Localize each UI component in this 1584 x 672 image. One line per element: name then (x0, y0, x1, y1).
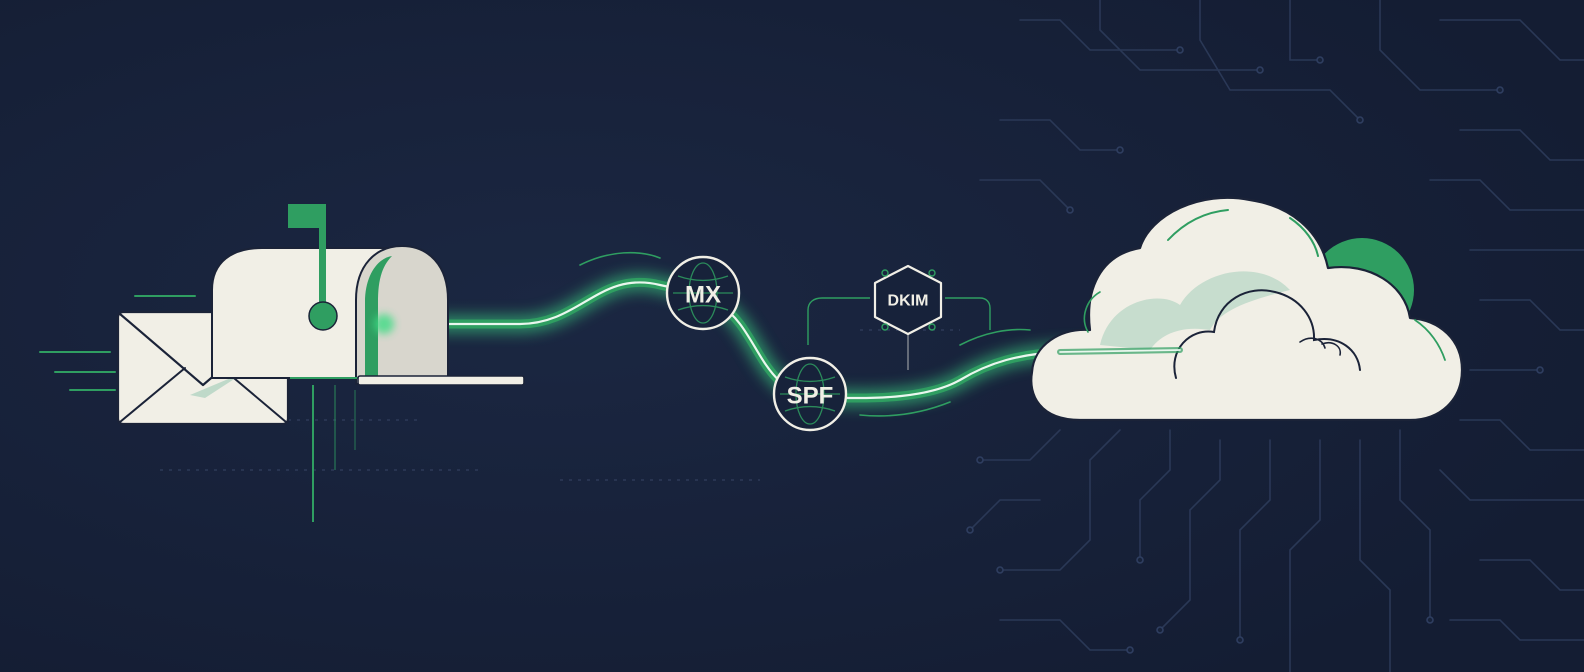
flow-accent-lines (579, 251, 1031, 417)
mailbox-icon (211, 204, 525, 522)
motion-lines (39, 295, 196, 391)
spf-label: SPF (787, 383, 834, 410)
globe-icon (780, 363, 840, 425)
dashed-trails (160, 329, 960, 481)
dkim-node: DKIM (807, 264, 991, 370)
circuit-board-pattern (969, 0, 1584, 672)
globe-icon (673, 262, 733, 324)
circuit-nodes (966, 46, 1544, 654)
data-flow-line (369, 273, 1189, 408)
dkim-label: DKIM (888, 293, 929, 310)
mx-node: MX (665, 255, 741, 331)
mx-label: MX (685, 282, 721, 309)
cloud-icon (1030, 196, 1464, 422)
spf-node: SPF (772, 356, 848, 432)
flow-line-end (1057, 347, 1183, 355)
hexagon-shield-icon (873, 264, 943, 336)
